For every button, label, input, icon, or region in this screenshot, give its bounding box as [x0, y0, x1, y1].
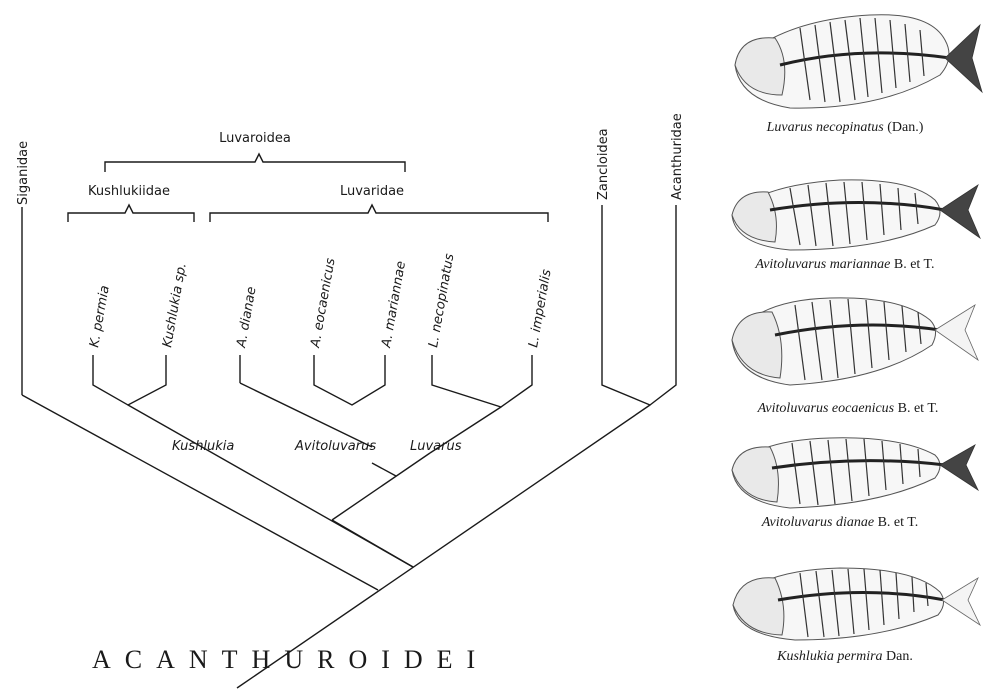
luvarus-fork [432, 355, 532, 407]
luvaroidea-label: Luvaroidea [219, 131, 291, 146]
siganidae-label: Siganidae [16, 141, 31, 205]
taxon-label: A. mariannae [379, 260, 409, 350]
taxon-label: A. dianae [234, 286, 260, 350]
zancloidea-label: Zancloidea [596, 128, 611, 200]
avitoluvarus-join [372, 463, 396, 476]
taxon-label: Kushlukia sp. [160, 262, 190, 349]
caption-luvarus-necopinatus: Luvarus necopinatus (Dan.) [766, 120, 924, 135]
avitoluvarus-left [240, 383, 372, 447]
acanthuroid-fork [602, 205, 676, 405]
taxon-label: K. permia [87, 284, 113, 348]
caption-avitoluvarus-eocaenicus: Avitoluvarus eocaenicus B. et T. [757, 401, 939, 416]
fish-avitoluvarus-dianae [732, 438, 978, 508]
luvaridae-stem [332, 453, 430, 520]
fish-avitoluvarus-mariannae [732, 180, 980, 250]
fish-kushlukia-permira [733, 568, 980, 640]
luvaridae-bracket [210, 205, 548, 222]
kushlukiidae-bracket [68, 205, 194, 222]
luvaroidea-bracket [105, 154, 405, 172]
taxon-label: L. necopinatus [426, 252, 457, 348]
luvaridae-label: Luvaridae [340, 184, 404, 199]
genus-avitoluvarus-label: Avitoluvarus [294, 439, 376, 454]
tree-lines [22, 154, 676, 688]
caption-avitoluvarus-dianae: Avitoluvarus dianae B. et T. [761, 515, 919, 530]
taxon-label: L. imperialis [526, 268, 555, 349]
acanthuridae-label: Acanthuridae [670, 113, 685, 200]
avitoluvarus-fork [314, 355, 385, 405]
genus-kushlukia-label: Kushlukia [172, 439, 234, 454]
taxon-label: A. eocaenicus [308, 257, 339, 350]
genus-luvarus-label: Luvarus [410, 439, 462, 454]
acanthuroidei-label: ACANTHUROIDEI [92, 645, 489, 674]
fish-luvarus-necopinatus [735, 15, 982, 108]
kushlukiidae-label: Kushlukiidae [88, 184, 170, 199]
kushlukia-branch [128, 405, 413, 567]
caption-kushlukia-permira: Kushlukia permira Dan. [776, 649, 913, 664]
kushlukia-fork [93, 355, 166, 405]
fish-avitoluvarus-eocaenicus [732, 298, 978, 385]
caption-avitoluvarus-mariannae: Avitoluvarus mariannae B. et T. [754, 257, 934, 272]
